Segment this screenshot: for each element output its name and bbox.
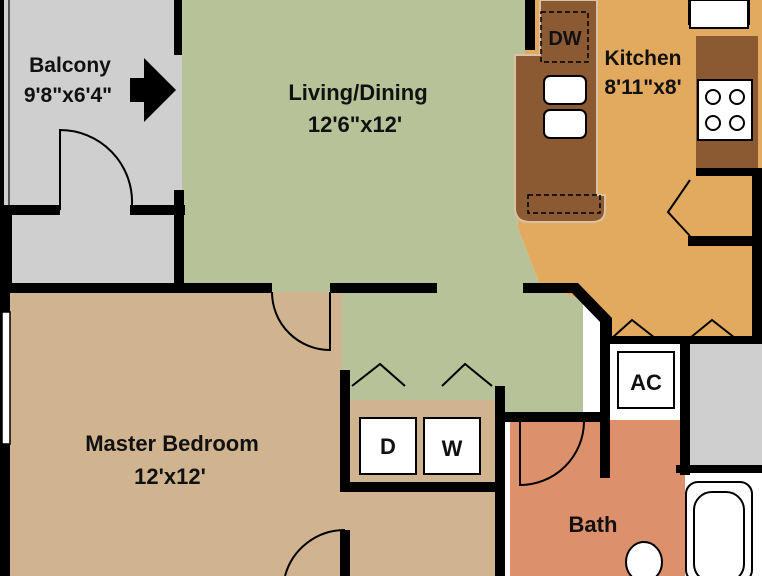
pantry-bifold-right [689, 318, 736, 339]
closet-door-swing [284, 528, 346, 576]
laundry-bifold-left [351, 362, 406, 387]
master-bedroom-floor [8, 292, 342, 576]
toilet-bowl-icon [625, 541, 663, 576]
wall-kitchen-right-3 [696, 168, 762, 176]
wall-bath-right [676, 465, 762, 473]
balcony-floor [0, 0, 182, 285]
kitchen-pantry-door [666, 179, 691, 237]
wall-laundry-left-lower [340, 530, 350, 576]
ac-label: AC [630, 370, 662, 395]
wall-ac-right [680, 340, 690, 475]
wall-kitchen-top-left [525, 0, 535, 50]
kitchen-appliances [689, 0, 758, 168]
balcony-name: Balcony [29, 54, 111, 77]
ac-box [617, 351, 675, 409]
burner-4-icon [729, 115, 745, 131]
sink-basin-top [543, 75, 587, 105]
dishwasher-label: DW [548, 28, 581, 50]
washer-box [423, 417, 481, 475]
bedroom-door-swing [271, 291, 331, 352]
bath-name: Bath [569, 512, 618, 537]
wall-balcony-bottom-2 [130, 205, 185, 215]
kitchen-name: Kitchen [604, 47, 681, 70]
wall-balcony-living [174, 0, 182, 55]
sink-area-outline [527, 194, 601, 214]
burner-1-icon [705, 89, 721, 105]
master-bedroom-size: 12'x12' [134, 464, 206, 489]
balcony-entry-arrow-icon [130, 58, 176, 122]
wall-kitchen-right-5 [752, 176, 762, 341]
pantry-bifold-left [611, 318, 656, 339]
wall-laundry-right [495, 386, 505, 576]
wall-bedroom-right [340, 370, 350, 490]
living-dining-name: Living/Dining [288, 80, 427, 105]
living-dining-size: 12'6"x12' [308, 112, 402, 137]
master-bedroom-name: Master Bedroom [85, 431, 259, 456]
dryer-box [359, 417, 417, 475]
wall-balcony-left [0, 0, 4, 210]
doors [59, 128, 736, 576]
stove [697, 79, 753, 141]
bath-door-swing [519, 421, 585, 487]
washer-label: W [442, 436, 463, 461]
laundry-appliances: D W [359, 417, 481, 475]
bathtub [685, 481, 753, 576]
closet-right-floor [690, 340, 762, 465]
wall-bath-divider [600, 418, 610, 478]
laundry-bifold-right [441, 362, 493, 387]
balcony-door-swing [59, 128, 134, 210]
wall-laundry-bottom [340, 482, 505, 492]
wall-kitchen-right-4 [688, 236, 762, 246]
bedroom-window [1, 311, 11, 445]
wall-ac-left [600, 340, 610, 420]
refrigerator [689, 0, 749, 29]
dryer-label: D [380, 434, 396, 459]
wall-bedroom-top-2 [330, 283, 437, 293]
dishwasher-outline [540, 11, 589, 63]
ac-unit: AC [617, 351, 675, 409]
balcony-rail [8, 0, 10, 205]
burner-3-icon [705, 115, 721, 131]
wall-bedroom-top [0, 283, 272, 293]
room-labels: Balcony 9'8"x6'4" Living/Dining 12'6"x12… [24, 28, 682, 537]
burner-2-icon [729, 89, 745, 105]
wall-bath-top [505, 412, 610, 422]
balcony-size: 9'8"x6'4" [24, 84, 112, 107]
wall-balcony-living-2 [174, 190, 184, 285]
kitchen-counter [514, 0, 606, 223]
kitchen-size: 8'11"x8' [604, 76, 681, 99]
sink-basin-bottom [543, 109, 587, 139]
wall-balcony-bottom [0, 205, 60, 215]
living-dining-floor [182, 0, 583, 420]
bathtub-inner [693, 491, 745, 576]
wall-balcony-left-low [0, 210, 12, 290]
bath-fixtures [625, 481, 753, 576]
wall-corridor-angle [523, 283, 612, 340]
